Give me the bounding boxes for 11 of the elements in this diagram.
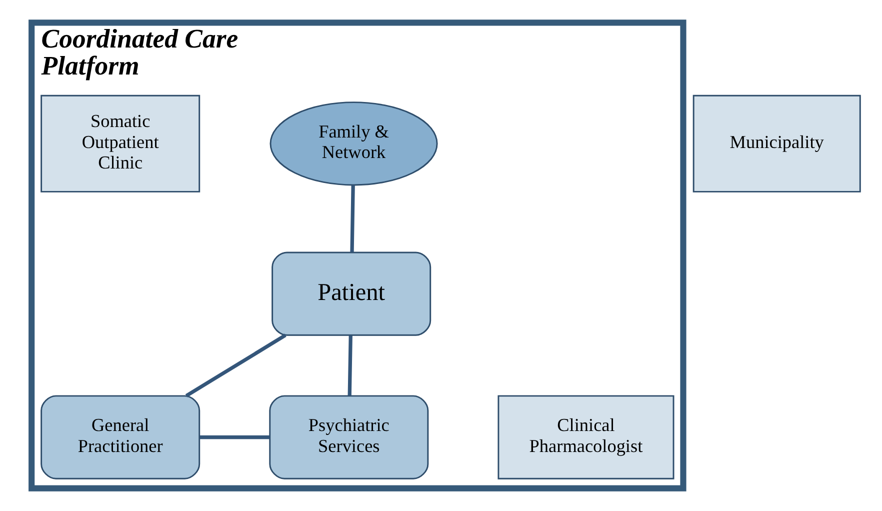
node-box: Somatic Outpatient Clinic <box>40 94 200 192</box>
node-box: Psychiatric Services <box>269 395 429 480</box>
connector <box>348 335 352 396</box>
node-box: General Practitioner <box>40 395 200 480</box>
node-box: Municipality <box>692 94 861 192</box>
connector <box>200 435 270 440</box>
node-box: Clinical Pharmacologist <box>498 395 674 480</box>
node-ellipse: Family & Network <box>270 102 438 186</box>
connector <box>185 334 286 398</box>
connector <box>350 185 355 252</box>
node-box: Patient <box>272 252 432 336</box>
